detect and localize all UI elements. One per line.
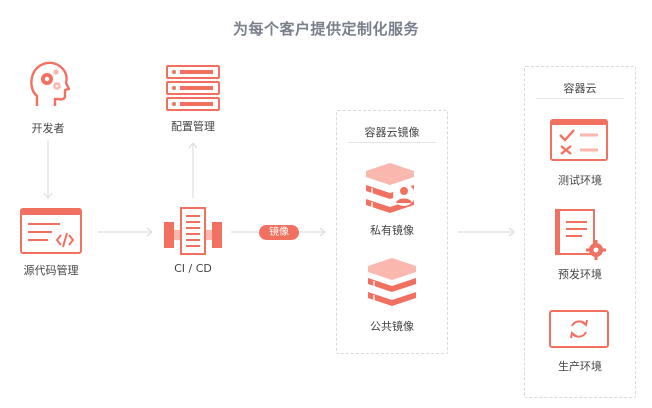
image-registry-box: [336, 110, 448, 354]
private-image-label: 私有镜像: [370, 224, 414, 237]
production-env-label: 生产环境: [558, 360, 602, 373]
staging-env-label: 预发环境: [558, 268, 602, 281]
test-env-label: 测试环境: [558, 174, 602, 187]
checklist-icon: [550, 119, 608, 161]
public-image-label: 公共镜像: [370, 320, 414, 333]
cloud-divider: [536, 98, 624, 99]
image-badge: 镜像: [259, 225, 299, 240]
registry-title: 容器云镜像: [364, 126, 420, 139]
refresh-monitor-icon: [549, 310, 609, 350]
cicd-label: CI / CD: [174, 262, 212, 275]
public-image-icon: [366, 258, 418, 308]
server-stack-icon: [165, 64, 221, 112]
page-title: 为每个客户提供定制化服务: [232, 20, 419, 38]
code-window-icon: [20, 208, 82, 254]
source-label: 源代码管理: [23, 264, 79, 277]
config-label: 配置管理: [171, 120, 215, 133]
head-gear-icon: [27, 58, 71, 108]
registry-divider: [348, 142, 436, 143]
document-gear-icon: [554, 208, 606, 260]
cloud-title: 容器云: [563, 82, 597, 95]
container-cloud-box: [524, 66, 636, 398]
developer-label: 开发者: [31, 122, 65, 135]
pipeline-icon: [164, 206, 222, 256]
private-image-icon: [364, 163, 418, 215]
